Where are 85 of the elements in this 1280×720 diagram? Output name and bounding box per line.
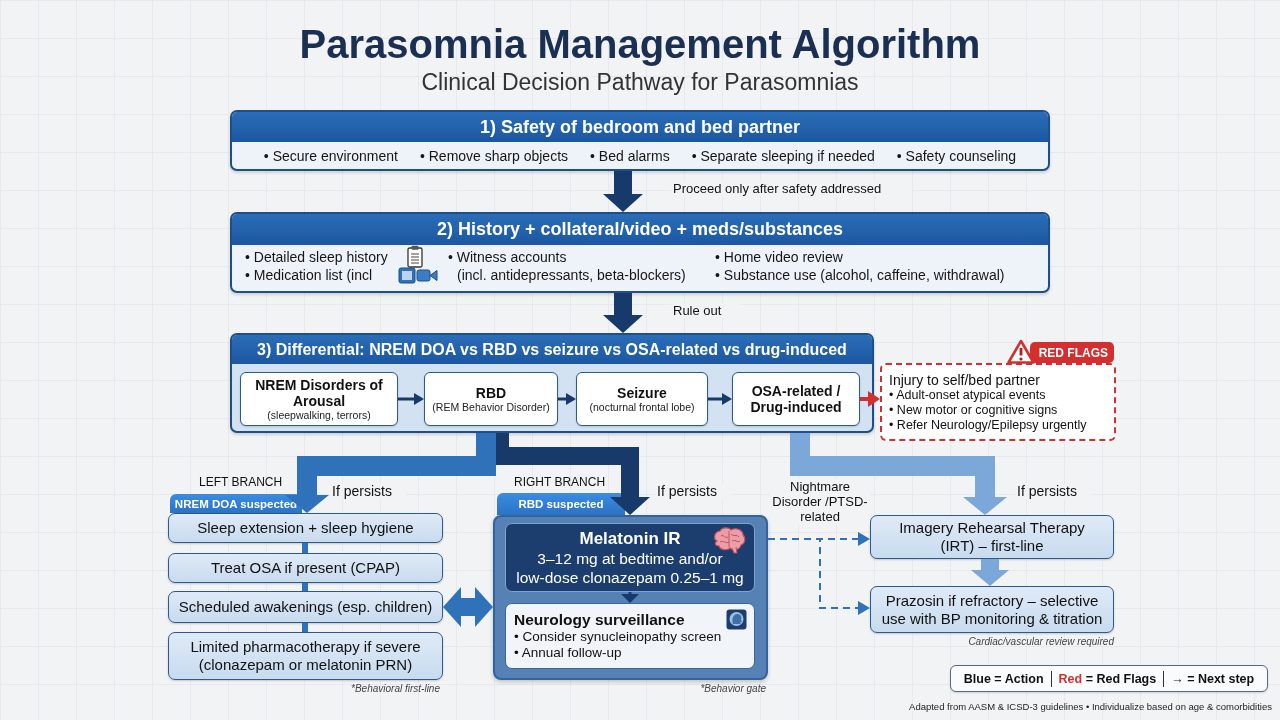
- footnote: *Behavioral first-line: [350, 683, 440, 694]
- bullet-item: (incl. antidepressants, beta-blockers): [457, 267, 686, 284]
- bullet-item: • Remove sharp objects: [419, 147, 569, 164]
- section-header: 2) History + collateral/video + meds/substances: [232, 214, 1048, 245]
- edge-label: If persists: [655, 484, 731, 499]
- connector-line: [302, 623, 308, 632]
- arrow: [621, 592, 639, 603]
- arrow: [558, 393, 576, 405]
- action-text: Imagery Rehearsal Therapy (IRT) – first-line: [898, 519, 1086, 555]
- surveillance-title: Neurology surveillance: [514, 610, 685, 629]
- edge-label: Nightmare Disorder /PTSD-related: [770, 479, 870, 524]
- action-text: Sleep extension + sleep hygiene: [197, 519, 414, 537]
- arrow: [603, 171, 643, 212]
- edge-label: If persists: [1015, 484, 1091, 499]
- edge-label: Rule out: [671, 303, 741, 318]
- section-header: 3) Differential: NREM DOA vs RBD vs seizure vs OSA-related vs drug-induced: [232, 335, 872, 364]
- step-panel: [230, 212, 1050, 293]
- bullet-item: • Annual follow-up: [514, 645, 622, 661]
- arrow: [708, 393, 732, 405]
- legend-entry: Red = Red Flags: [1050, 670, 1164, 687]
- treatment-box: [505, 523, 755, 592]
- diagram-subtitle: Clinical Decision Pathway for Parasomnias: [420, 69, 860, 97]
- action-box: [168, 591, 443, 623]
- action-text: Treat OSA if present (CPAP): [210, 559, 401, 577]
- diagram-title: Parasomnia Management Algorithm: [298, 21, 982, 68]
- branch-tab: NREM DOA suspected: [170, 494, 302, 513]
- footnote: *Behavior gate: [699, 683, 766, 694]
- surveillance-box: [505, 603, 755, 669]
- flag-item: • New motor or cognitive signs: [889, 403, 1059, 418]
- bullet-item: • Substance use (alcohol, caffeine, withdrawal): [715, 267, 1005, 284]
- connector-line: [302, 543, 308, 553]
- action-text: Scheduled awakenings (esp. children): [178, 598, 433, 616]
- footnote: Cardiac/vascular review required: [967, 636, 1114, 647]
- diagnosis-title: RBD: [475, 384, 507, 401]
- step-panel: [230, 333, 874, 433]
- diagnosis-note: (REM Behavior Disorder): [432, 400, 550, 414]
- edge-label: If persists: [330, 484, 406, 499]
- arrow: [398, 393, 424, 405]
- arrow: [285, 433, 496, 513]
- bullet-item: • Detailed sleep history: [245, 249, 388, 266]
- legend-entry: → = Next step: [1163, 670, 1262, 687]
- bullet-item: • Consider synucleinopathy screen: [514, 629, 722, 645]
- action-box: [870, 586, 1114, 633]
- diagnosis-box: [424, 372, 558, 426]
- diagnosis-note: (sleepwalking, terrors): [267, 408, 371, 422]
- dashed-arrow: [767, 538, 870, 615]
- edge-label: Proceed only after safety addressed: [671, 181, 911, 196]
- bullet-item: • Separate sleeping if needed: [691, 147, 875, 164]
- flag-heading: Injury to self/bed partner: [889, 372, 1041, 388]
- action-text: Limited pharmacotherapy if severe (clonazepam or melatonin PRN): [189, 638, 422, 674]
- diagnosis-note: (nocturnal frontal lobe): [589, 400, 695, 414]
- action-box: [168, 553, 443, 583]
- branch-label: RIGHT BRANCH: [514, 475, 607, 490]
- diagnosis-box: [576, 372, 708, 426]
- diagnosis-box: [240, 372, 398, 426]
- diagnosis-box: [732, 372, 860, 426]
- connector-line: [302, 583, 308, 591]
- flag-item: • Adult-onset atypical events: [889, 388, 1047, 403]
- treatment-title: Melatonin IR: [579, 528, 681, 549]
- action-text: Prazosin if refractory – selective use with BP monitoring & titration: [880, 591, 1104, 628]
- arrow: [971, 559, 1009, 586]
- bullet-item: • Safety counseling: [896, 147, 1017, 164]
- bullet-item: • Medication list (incl: [245, 267, 373, 284]
- bullet-item: • Home video review: [715, 249, 843, 266]
- source-note: Adapted from AASM & ICSD-3 guidelines • Individualize based on age & comorbidities: [908, 701, 1272, 712]
- arrow: [790, 433, 1007, 515]
- dose-text: 3–12 mg at bedtime and/or low-dose clonazepam 0.25–1 mg: [515, 548, 745, 587]
- action-box: [870, 515, 1114, 559]
- step-panel: [230, 110, 1050, 171]
- alert-tag: RED FLAGS: [1030, 342, 1114, 363]
- arrow: [443, 587, 493, 627]
- diagnosis-title: OSA-related / Drug-induced: [749, 383, 843, 415]
- arrow: [603, 293, 643, 333]
- diagnosis-title: NREM Disorders of Arousal: [254, 376, 384, 409]
- bullet-item: • Bed alarms: [590, 147, 670, 164]
- bullet-item: • Witness accounts: [448, 249, 567, 266]
- branch-label: LEFT BRANCH: [199, 475, 284, 490]
- legend-entry: Blue = Action: [962, 670, 1045, 687]
- flag-item: • Refer Neurology/Epilepsy urgently: [889, 418, 1088, 433]
- branch-tab: RBD suspected: [497, 493, 625, 515]
- action-box: [168, 632, 443, 680]
- section-header: 1) Safety of bedroom and bed partner: [232, 112, 1048, 142]
- bullet-item: • Secure environment: [263, 147, 398, 164]
- diagnosis-title: Seizure: [617, 384, 667, 401]
- arrow: [860, 391, 880, 407]
